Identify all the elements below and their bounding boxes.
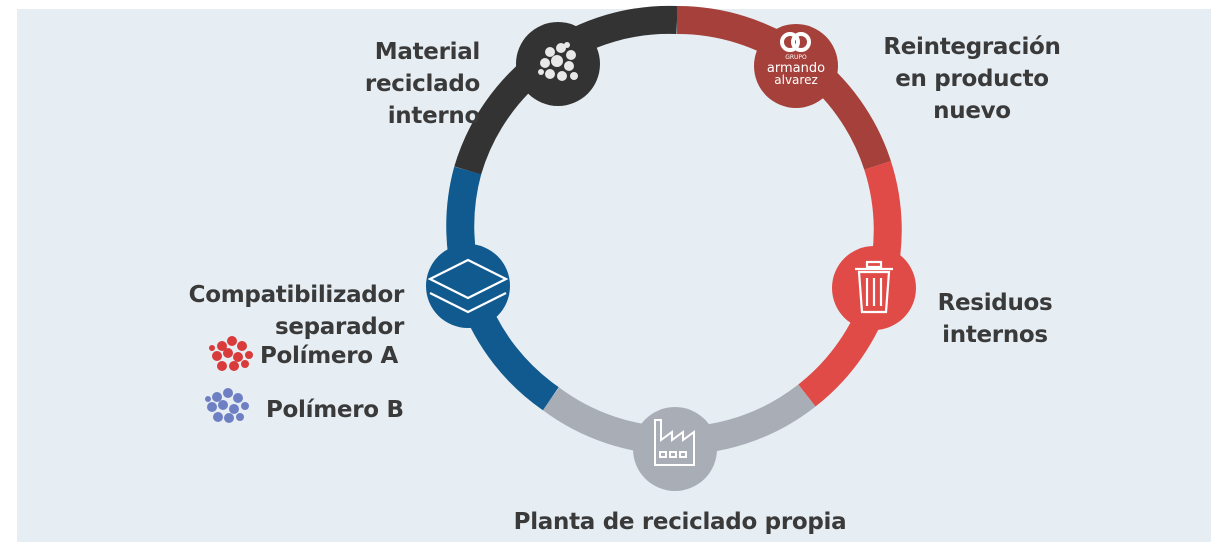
- polymer-a-label: Polímero A: [260, 343, 398, 369]
- factory-icon: [654, 419, 695, 466]
- polymer-b-label: Polímero B: [266, 397, 404, 423]
- label-recycled-material: Material reciclado interno: [300, 36, 480, 132]
- polymer-b-swatch: [205, 388, 249, 423]
- reintegration-line-1: Reintegración: [883, 34, 1061, 60]
- reintegration-line-2: en producto: [895, 66, 1049, 92]
- label-compatibilizer: Compatibilizador separador: [140, 279, 405, 343]
- label-recycling-plant: Planta de reciclado propia: [470, 506, 890, 538]
- node-recycled-material: [516, 22, 600, 106]
- label-reintegration: Reintegración en producto nuevo: [862, 31, 1082, 127]
- logo-top: GRUPO: [785, 54, 807, 61]
- recycled-line-3: interno: [387, 103, 481, 129]
- polymer-a-swatch: [209, 336, 253, 371]
- brand-logo: GRUPO armando alvarez: [767, 32, 825, 87]
- node-reintegration: GRUPO armando alvarez: [754, 24, 838, 108]
- recycled-material-icon: [538, 42, 578, 81]
- logo-line2: alvarez: [774, 73, 818, 87]
- trash-icon: [855, 260, 893, 314]
- node-waste: [832, 246, 916, 330]
- legend-polymer-b: Polímero B: [266, 394, 436, 426]
- waste-line-1: Residuos: [937, 290, 1053, 316]
- logo-line1: armando: [767, 61, 825, 76]
- layers-icon: [427, 258, 509, 314]
- compatibilizer-line-1: Compatibilizador: [188, 282, 405, 308]
- node-recycling-plant: [633, 407, 717, 491]
- label-waste: Residuos internos: [925, 287, 1065, 351]
- recycled-line-2: reciclado: [364, 71, 480, 97]
- reintegration-line-3: nuevo: [933, 98, 1011, 124]
- waste-line-2: internos: [942, 322, 1048, 348]
- diagram-background: [17, 9, 1211, 542]
- compatibilizer-line-2: separador: [274, 314, 404, 340]
- legend-polymer-a: Polímero A: [260, 340, 430, 372]
- plant-line: Planta de reciclado propia: [513, 509, 847, 535]
- recycled-line-1: Material: [374, 39, 481, 65]
- node-compatibilizer: [426, 244, 510, 328]
